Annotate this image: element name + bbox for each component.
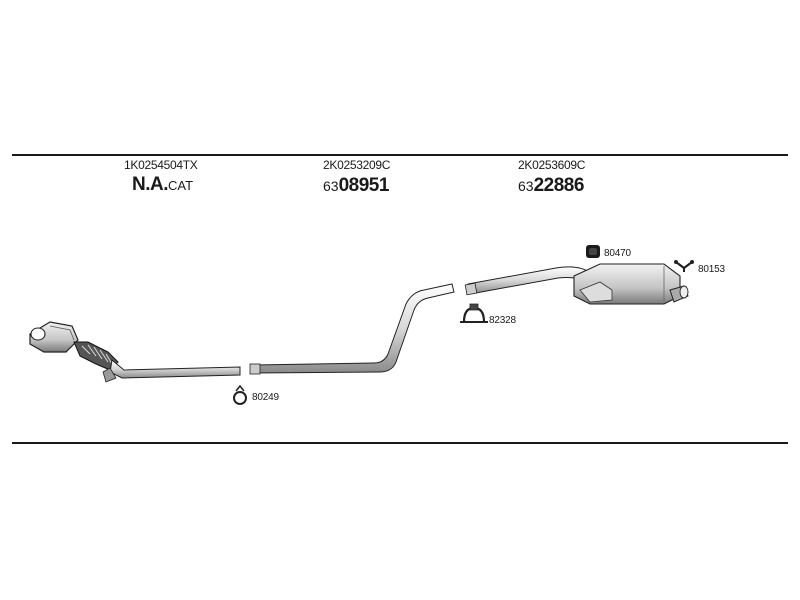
ref-label-clamp-front: 80249 [252, 392, 279, 403]
part-main-number-middle-pipe: 08951 [338, 175, 390, 196]
part-number-middle-pipe: 6308951 [323, 175, 389, 197]
part-code-middle-pipe: 2K0253209C [323, 158, 391, 172]
ref-label-clamp-mid: 82328 [489, 315, 516, 326]
clamp-icon-front [233, 384, 247, 405]
part-prefix-catalyst: N.A. [132, 174, 169, 195]
part-code-catalyst: 1K0254504TX [124, 158, 198, 172]
bracket-icon [674, 260, 694, 272]
part-suffix-catalyst: CAT [168, 178, 194, 193]
part-prefix-rear-silencer: 63 [518, 178, 534, 194]
part-number-catalyst: N.A.CAT [132, 174, 193, 196]
part-prefix-middle-pipe: 63 [323, 178, 339, 194]
catalytic-converter [29, 321, 241, 383]
rear-silencer [464, 263, 689, 305]
bottom-divider [12, 442, 788, 444]
rubber-mount-icon [586, 245, 600, 258]
clamp-icon-mid [460, 303, 488, 323]
part-main-number-rear-silencer: 22886 [533, 175, 585, 196]
ref-label-rubber-mount: 80470 [604, 248, 631, 259]
part-number-rear-silencer: 6322886 [518, 175, 584, 197]
ref-label-bracket: 80153 [698, 264, 725, 275]
part-code-rear-silencer: 2K0253609C [518, 158, 586, 172]
top-divider [12, 154, 788, 156]
middle-pipe [249, 283, 455, 375]
